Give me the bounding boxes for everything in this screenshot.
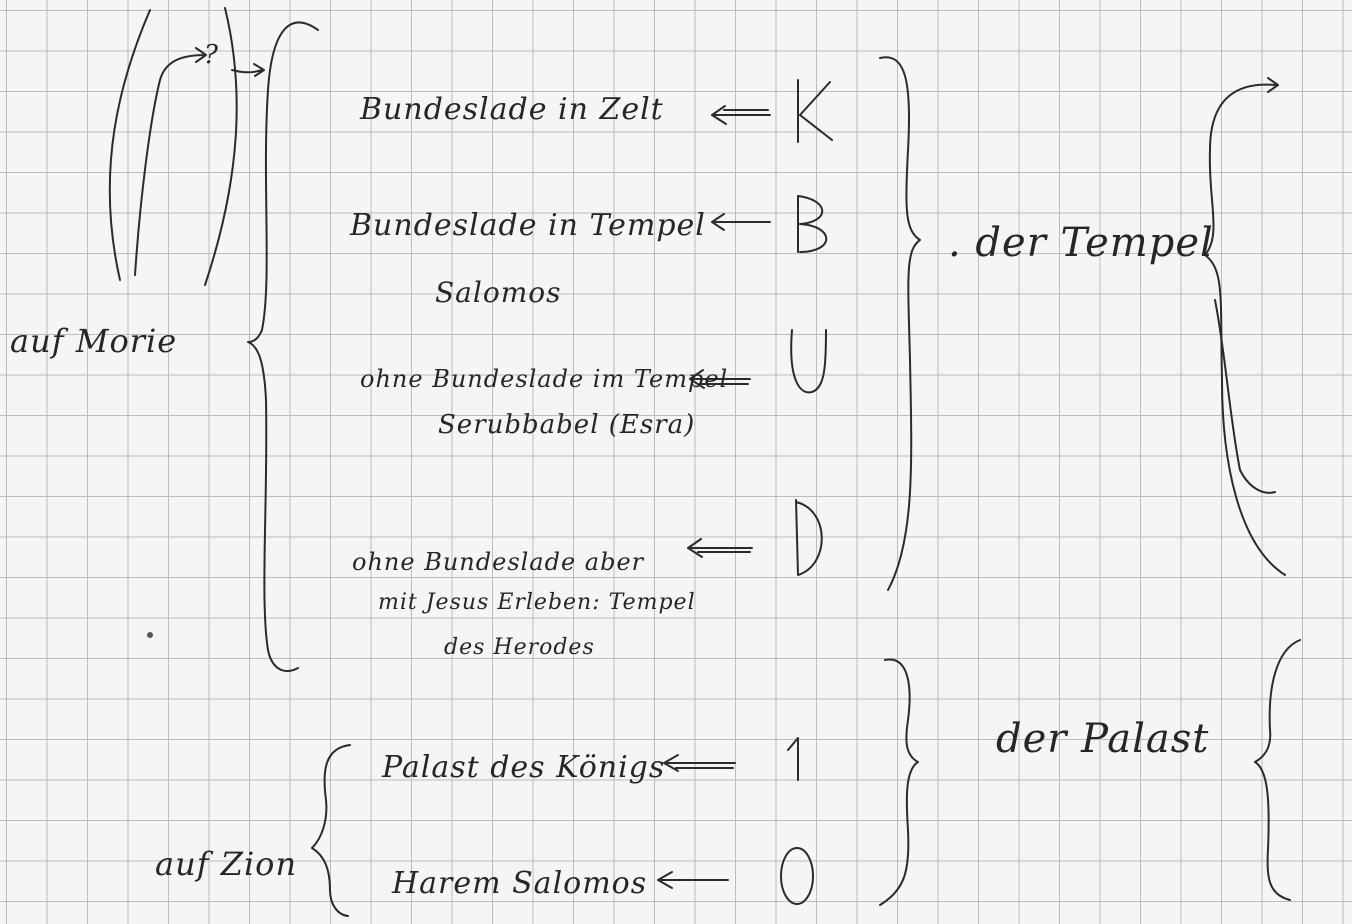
letter-i-strokes [787, 737, 799, 781]
entry-k-text: Bundeslade in Zelt [360, 92, 664, 127]
entry-u-text2: Serubbabel (Esra) [438, 410, 696, 440]
arrow-k [711, 105, 771, 125]
label-temple: . der Tempel [948, 220, 1214, 266]
palace-brace-close [879, 658, 919, 906]
arrow-o [657, 871, 729, 889]
entry-d-text: ohne Bundeslade aber [352, 548, 645, 576]
big-left-brace [247, 21, 319, 672]
label-zion: auf Zion [155, 845, 298, 883]
arrow-d [687, 538, 753, 558]
letter-k-strokes [797, 79, 833, 143]
arrow-i [663, 754, 736, 772]
palace-right-brace [1254, 639, 1301, 901]
letter-u-strokes [790, 329, 827, 394]
question-arrow [134, 47, 207, 276]
arrow-u [689, 369, 751, 389]
right-small-arrow [231, 63, 265, 77]
entry-d-text2: mit Jesus Erleben: Tempel [378, 590, 696, 615]
temple-right-brace-2 [1214, 299, 1276, 494]
entry-b-text2: Salomos [435, 276, 562, 309]
zion-brace [311, 744, 351, 917]
letter-d-strokes [795, 499, 823, 576]
entry-d-text3: des Herodes [444, 635, 595, 660]
entry-o-text: Harem Salomos [392, 866, 648, 901]
temple-brace-close [879, 56, 921, 591]
temple-right-brace [1204, 77, 1286, 576]
letter-o-strokes [780, 847, 814, 905]
label-palace: der Palast [996, 716, 1210, 762]
left-arc-outer [108, 9, 151, 281]
entry-b-text: Bundeslade in Tempel [350, 208, 706, 243]
entry-i-text: Palast des Königs [382, 750, 666, 785]
letter-b-strokes [797, 195, 828, 253]
label-moriah: auf Morie [10, 322, 178, 360]
question-mark: ? [204, 40, 219, 70]
entry-u-text: ohne Bundeslade im Tempel [360, 365, 729, 393]
arrow-b [711, 213, 771, 231]
left-arc-inner [204, 7, 238, 286]
